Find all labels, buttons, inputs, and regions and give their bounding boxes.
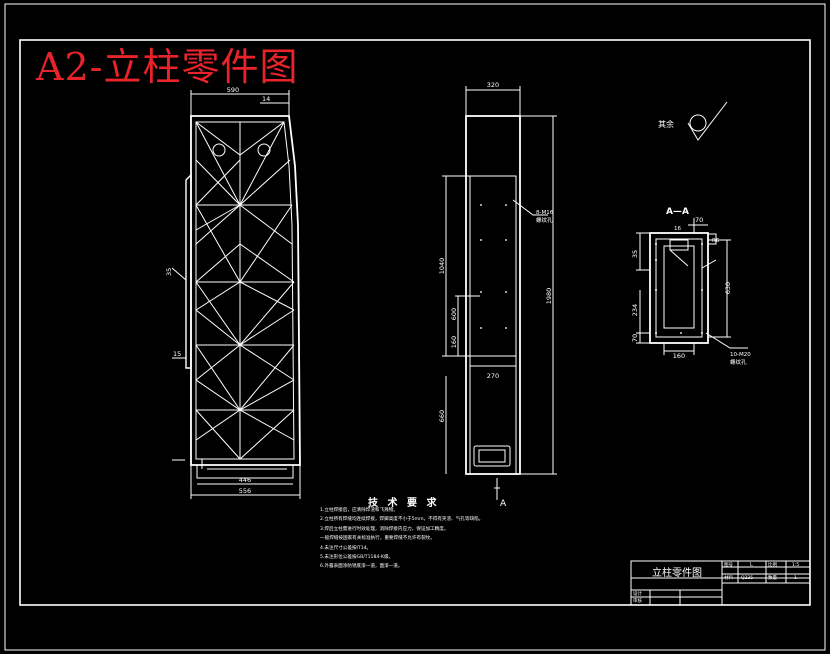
dim-section-right-height: 630 (724, 282, 732, 294)
dim-side-hole-span: 600 (450, 308, 458, 320)
tech-item: 一般焊缝按国家有关标准执行，重要焊缝不允许有裂纹。 (320, 536, 435, 542)
tech-requirements-title: 技 术 要 求 (368, 498, 440, 509)
surface-finish-symbol (687, 101, 728, 141)
title-block-name: 立柱零件图 (652, 568, 702, 579)
tb-r2c: 数量 (768, 574, 777, 581)
tech-item: 6.外露表面涂防锈底漆一道，面漆一道。 (320, 564, 403, 570)
section-view (636, 218, 748, 355)
section-title: A—A (666, 207, 689, 217)
front-view (171, 90, 301, 499)
dim-side-total-height: 1980 (545, 288, 553, 305)
dim-section-bottom-left: 70 (631, 334, 639, 342)
dim-front-bottom-inner: 446 (239, 476, 251, 484)
dim-front-top-width: 590 (227, 86, 239, 94)
title-block (630, 560, 811, 606)
tb-designer: 设计 (633, 590, 642, 597)
drawing-frame (19, 39, 811, 606)
tech-item: 4.未注尺寸公差按IT14。 (320, 545, 372, 551)
surface-finish-label: 其余 (658, 119, 674, 129)
dim-section-top-slot: 16 (674, 226, 681, 232)
tech-item: 2.立柱所有焊缝均连续焊接，焊脚高度不小于5mm，不得有夹渣、气孔等缺陷。 (320, 517, 484, 523)
side-hole-note-2: 螺纹孔 (536, 216, 553, 224)
side-section-mark: A (500, 499, 507, 509)
dim-front-left-mark: 15 (173, 350, 181, 358)
dim-side-inner-width: 270 (487, 372, 499, 380)
sheet-border (4, 3, 826, 651)
dim-section-right-small: R6 (712, 238, 720, 244)
tb-r1a: 图号 (724, 562, 733, 568)
dim-side-upper-height: 1040 (438, 258, 446, 275)
dim-side-hole-bottom: 160 (450, 336, 458, 348)
side-hole-note-1: 8-M16 (536, 210, 554, 216)
tb-r1b: L (750, 562, 753, 568)
dim-side-width: 320 (487, 81, 499, 89)
dim-side-lower-height: 660 (438, 410, 446, 422)
tech-item: 5.未注形位公差按GB/T1184-K级。 (320, 555, 394, 561)
side-view (442, 86, 557, 500)
tb-r1c: 比例 (768, 561, 777, 568)
tb-checker: 审核 (633, 597, 642, 604)
tb-r2d: 1 (794, 575, 797, 581)
dim-section-bottom-width: 160 (673, 352, 685, 360)
dim-front-left-angle: 35 (165, 268, 173, 276)
dim-section-left-top: 35 (631, 250, 639, 258)
tb-r2a: 材料 (724, 574, 733, 581)
section-hole-note-2: 螺纹孔 (730, 358, 747, 366)
drawing-banner-title: A2-立柱零件图 (36, 45, 299, 89)
dim-section-inner-height: 234 (631, 304, 639, 316)
dim-section-top: 70 (695, 216, 703, 224)
section-hole-note-1: 10-M20 (730, 352, 751, 358)
dim-front-bottom-outer: 556 (239, 487, 251, 495)
tech-requirements-list: 1.立柱焊接后，应清除焊渣和飞溅物。 2.立柱所有焊缝均连续焊接，焊脚高度不小于… (320, 506, 483, 572)
tech-item: 3.焊后立柱需进行时效处理，消除焊接内应力，保证加工精度。 (320, 526, 449, 532)
tech-item: 1.立柱焊接后，应清除焊渣和飞溅物。 (320, 508, 398, 513)
tb-r1d: 1:5 (792, 562, 799, 568)
dim-front-top-right: 14 (262, 95, 270, 103)
tb-r2b: Q235 (741, 575, 753, 581)
